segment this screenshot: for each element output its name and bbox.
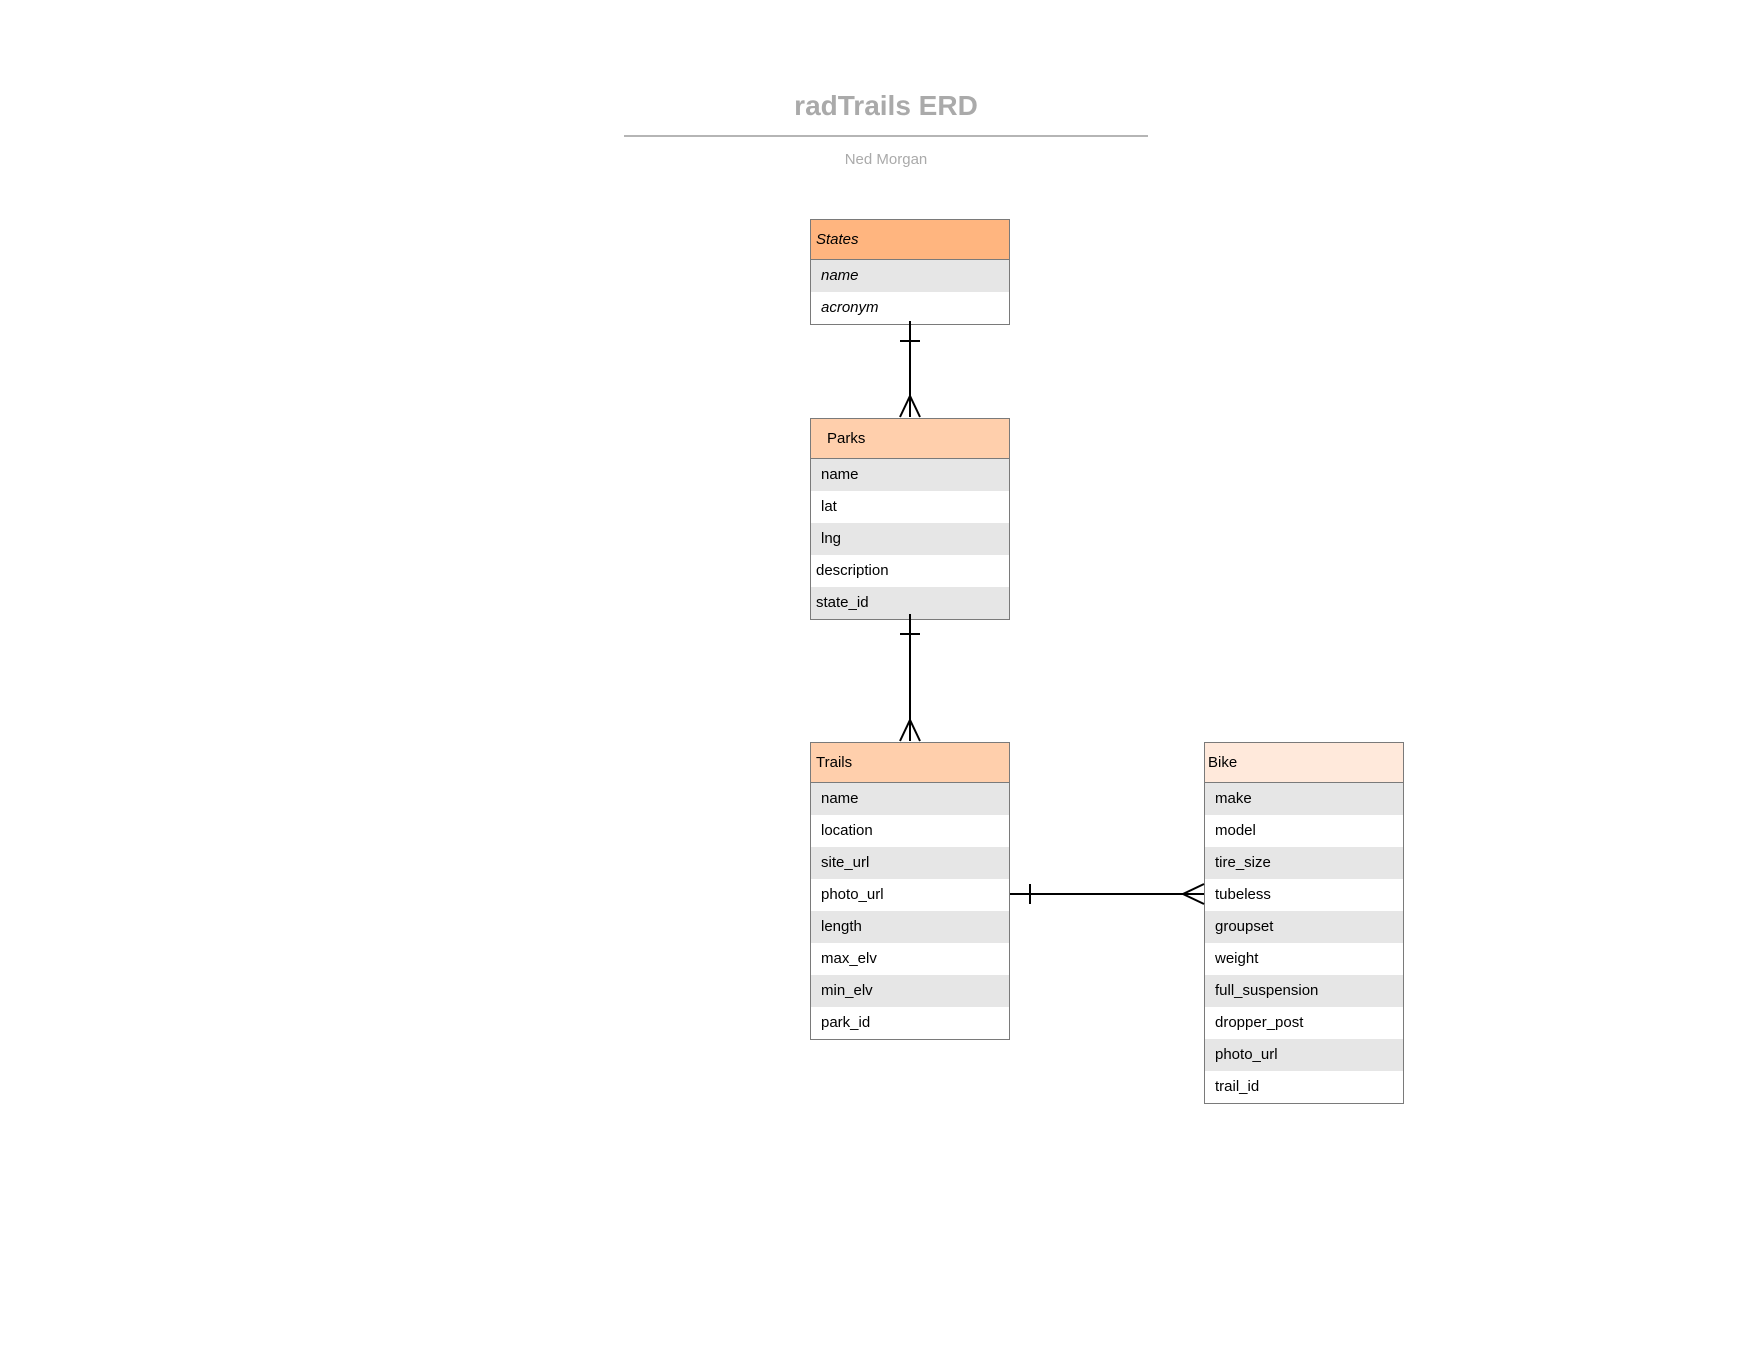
field-length: length [811, 911, 1009, 943]
field-trail-id: trail_id [1215, 1078, 1260, 1095]
field-name: name [811, 783, 1009, 815]
field-name: name [811, 260, 1009, 292]
field-site-url: site_url [811, 847, 1009, 879]
field-full-suspension: full_suspension [1205, 975, 1403, 1007]
field-max-elv: max_elv [821, 950, 877, 967]
title-divider [624, 135, 1148, 137]
field-min-elv: min_elv [811, 975, 1009, 1007]
field-model: model [1215, 822, 1256, 839]
field-state-id: state_id [811, 587, 1009, 619]
field-description: description [816, 562, 889, 579]
crowfoot-many-marker [1180, 883, 1205, 905]
field-photo-url: photo_url [1205, 1039, 1403, 1071]
field-make: make [1205, 783, 1403, 815]
field-acronym: acronym [821, 299, 879, 316]
relationship-parks-trails[interactable] [899, 614, 921, 742]
entity-bike[interactable]: Bike make model tire_size tubeless groupset w… [1204, 742, 1404, 1104]
crowfoot-many-marker [899, 393, 921, 418]
entity-header: Bike [1205, 743, 1403, 783]
entity-states[interactable]: States name acronym [810, 219, 1010, 325]
field-tire-size: tire_size [1205, 847, 1403, 879]
diagram-author: Ned Morgan [844, 151, 928, 168]
entity-fields: name acronym [811, 260, 1009, 324]
entity-header: Parks [811, 419, 1009, 459]
field-lng: lng [811, 523, 1009, 555]
diagram-title: radTrails ERD [794, 90, 978, 121]
field-tubeless: tubeless [1215, 886, 1271, 903]
relationship-states-parks[interactable] [899, 321, 921, 418]
field-groupset: groupset [1205, 911, 1403, 943]
field-lat: lat [821, 498, 837, 515]
entity-parks[interactable]: Parks name lat lng description state_id [810, 418, 1010, 620]
field-weight: weight [1215, 950, 1259, 967]
entity-header: Trails [811, 743, 1009, 783]
relationship-trails-bike[interactable] [1010, 883, 1205, 905]
entity-fields: name lat lng description state_id [811, 459, 1009, 619]
field-park-id: park_id [821, 1014, 871, 1031]
crowfoot-many-marker [899, 717, 921, 742]
entity-header: States [811, 220, 1009, 260]
entity-fields: make model tire_size tubeless groupset weight… [1205, 783, 1403, 1103]
field-photo-url: photo_url [821, 886, 884, 903]
field-dropper-post: dropper_post [1215, 1014, 1304, 1031]
field-location: location [821, 822, 873, 839]
field-name: name [811, 459, 1009, 491]
